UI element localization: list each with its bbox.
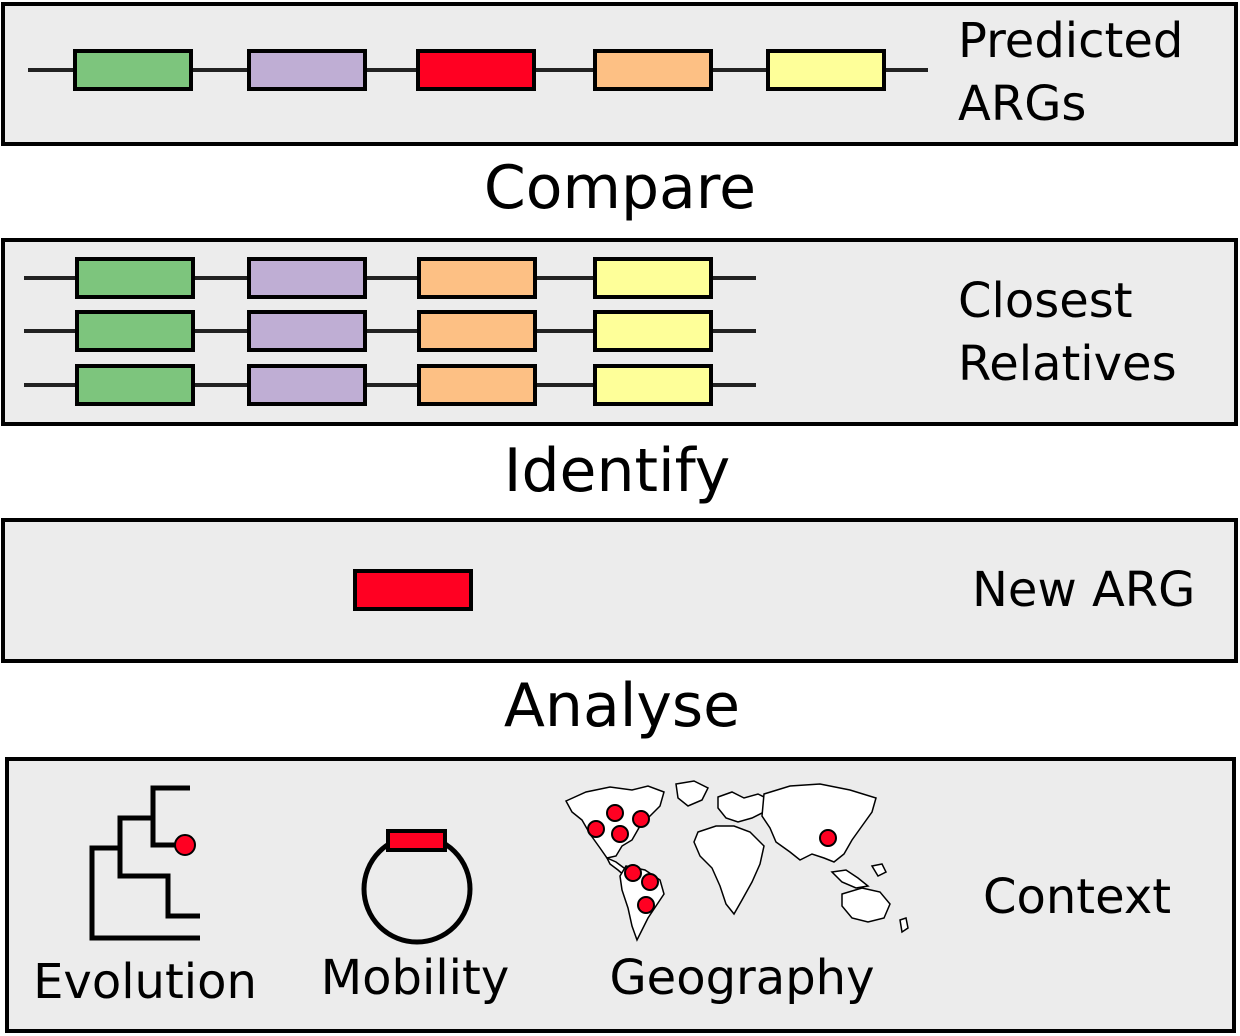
predicted-gene-green bbox=[73, 49, 193, 91]
relative-gene-green bbox=[75, 310, 195, 352]
new-arg-panel: New ARG bbox=[1, 518, 1238, 663]
predicted-args-panel: Predicted ARGs bbox=[1, 2, 1238, 146]
relative-gene-green bbox=[75, 364, 195, 406]
closest-relatives-panel: Closest Relatives bbox=[1, 238, 1238, 426]
relative-gene-yellow bbox=[593, 364, 713, 406]
closest-relatives-label-line1: Closest bbox=[958, 273, 1133, 329]
geography-marker-dot bbox=[637, 896, 655, 914]
new-arg-gene-block bbox=[353, 569, 473, 611]
geography-label: Geography bbox=[609, 950, 874, 1006]
geography-marker-dot bbox=[606, 804, 624, 822]
predicted-args-label-line2: ARGs bbox=[958, 76, 1086, 132]
relative-gene-orange bbox=[417, 364, 537, 406]
relative-gene-purple bbox=[247, 310, 367, 352]
predicted-gene-purple bbox=[247, 49, 367, 91]
predicted-args-label-line1: Predicted bbox=[958, 13, 1183, 69]
context-panel: Evolution Mobility bbox=[5, 757, 1236, 1033]
geography-marker-dot bbox=[819, 829, 837, 847]
closest-relatives-label-line2: Relatives bbox=[958, 336, 1177, 392]
relative-gene-orange bbox=[417, 310, 537, 352]
relative-gene-purple bbox=[247, 257, 367, 299]
relative-gene-yellow bbox=[593, 257, 713, 299]
mobility-label: Mobility bbox=[321, 950, 509, 1006]
new-arg-panel-box bbox=[1, 518, 1238, 663]
analyse-step-label: Analyse bbox=[504, 671, 740, 741]
new-arg-label: New ARG bbox=[972, 562, 1195, 618]
relative-gene-green bbox=[75, 257, 195, 299]
plasmid-icon bbox=[361, 829, 473, 945]
tree-marker-dot bbox=[174, 834, 196, 856]
closest-relatives-rows bbox=[24, 257, 756, 406]
predicted-gene-orange bbox=[593, 49, 713, 91]
geography-marker-dot bbox=[611, 825, 629, 843]
geography-marker-dot bbox=[632, 810, 650, 828]
relative-gene-yellow bbox=[593, 310, 713, 352]
predicted-gene-yellow bbox=[766, 49, 886, 91]
geography-marker-dot bbox=[624, 864, 642, 882]
identify-step-label: Identify bbox=[504, 436, 731, 506]
geography-marker-dot bbox=[587, 820, 605, 838]
predicted-gene-red bbox=[416, 49, 536, 91]
compare-step-label: Compare bbox=[484, 153, 756, 223]
relative-gene-purple bbox=[247, 364, 367, 406]
context-label: Context bbox=[983, 869, 1171, 925]
evolution-label: Evolution bbox=[33, 954, 257, 1010]
phylogenetic-tree-icon bbox=[89, 785, 200, 941]
plasmid-gene-block bbox=[386, 829, 447, 852]
relative-gene-orange bbox=[417, 257, 537, 299]
geography-markers bbox=[587, 804, 837, 914]
geography-marker-dot bbox=[641, 873, 659, 891]
world-map-icon bbox=[564, 780, 909, 942]
predicted-args-genes bbox=[73, 49, 886, 91]
